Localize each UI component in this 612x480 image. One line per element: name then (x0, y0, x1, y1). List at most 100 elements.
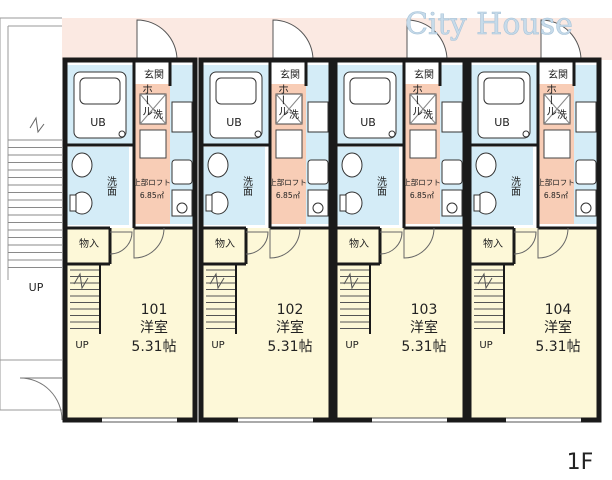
exterior-stair (8, 139, 62, 268)
storage-door-swing (513, 231, 537, 255)
entry-door-swing (406, 19, 448, 61)
loft-area-label: 6.85㎡ (410, 191, 435, 200)
entrance-area (135, 65, 170, 83)
ground-door-swing (19, 377, 63, 421)
toilet-tank (69, 194, 77, 212)
room-type-label: 洋室 (276, 319, 304, 336)
kitchen-sink (307, 101, 329, 133)
bath-label: UB (494, 116, 510, 129)
bath-drain (118, 130, 126, 138)
stove (307, 159, 329, 185)
storage-door-swing (245, 231, 269, 255)
fridge-space (139, 129, 167, 159)
bathtub-basin (349, 77, 391, 105)
exterior-stair-up-label: UP (29, 281, 44, 294)
room-area-label: 5.31帖 (401, 339, 446, 355)
entrance-label: 玄関 (548, 68, 568, 81)
fridge-mark (312, 202, 324, 214)
main-room-floor (203, 228, 329, 418)
stove (575, 159, 597, 185)
hall-label: ホール (141, 83, 154, 116)
stair-up-label: UP (479, 340, 492, 351)
entrance-area (539, 65, 574, 83)
unit-104: UB玄関ホール洗洗面上部ロフト6.85㎡物入104洋室5.31帖UP (466, 19, 602, 423)
watermark-logo: City House (405, 7, 573, 42)
main-room-floor (337, 228, 463, 418)
bathtub-basin (215, 77, 257, 105)
kitchen-sink (575, 101, 597, 133)
storage-label: 物入 (79, 237, 99, 250)
hall-label: ホール (545, 83, 558, 116)
bath-drain (522, 130, 530, 138)
loft-label: 上部ロフト (403, 177, 441, 187)
loft-area-label: 6.85㎡ (544, 191, 569, 200)
laundry-label: 洗 (423, 109, 433, 121)
entrance-label: 玄関 (414, 68, 434, 81)
hall-label: ホール (277, 83, 290, 116)
laundry-cross (543, 93, 571, 125)
main-room-floor (67, 228, 193, 418)
laundry-cross (409, 93, 437, 125)
toilet-tank (205, 194, 213, 212)
loft-label: 上部ロフト (537, 177, 575, 187)
stair-up-label: UP (75, 340, 88, 351)
unit-number: 102 (277, 302, 304, 318)
room-door-swing (537, 227, 569, 259)
stair-up-label: UP (211, 340, 224, 351)
entry-door-swing (540, 19, 582, 61)
stair-break-mark (73, 272, 89, 290)
toilet-tank (339, 194, 347, 212)
bath-label: UB (90, 116, 106, 129)
fridge-space (409, 129, 437, 159)
storage-label: 物入 (483, 237, 503, 250)
storage-label: 物入 (215, 237, 235, 250)
stair-break-mark (343, 272, 359, 290)
fridge-space (543, 129, 571, 159)
wash-basin (71, 152, 93, 178)
entry-door-swing (136, 19, 178, 61)
stair-up-label: UP (345, 340, 358, 351)
stair-break-mark (477, 272, 493, 290)
bathtub-basin (483, 77, 525, 105)
entrance-area (405, 65, 440, 83)
bath-drain (388, 130, 396, 138)
wash-basin (341, 152, 363, 178)
floor-label: 1F (567, 450, 594, 475)
entrance-label: 玄関 (280, 68, 300, 81)
room-type-label: 洋室 (410, 319, 438, 336)
room-area-label: 5.31帖 (131, 339, 176, 355)
loft-area-label: 6.85㎡ (140, 191, 165, 200)
laundry-cross (275, 93, 303, 125)
wash-basin (207, 152, 229, 178)
unit-number: 104 (545, 302, 572, 318)
loft-area-label: 6.85㎡ (276, 191, 301, 200)
room-type-label: 洋室 (544, 319, 572, 336)
unit-101: UB玄関ホール洗洗面上部ロフト6.85㎡物入101洋室5.31帖UP (62, 19, 198, 423)
storage-label: 物入 (349, 237, 369, 250)
stair-break-mark (209, 272, 225, 290)
unit-number: 101 (141, 302, 168, 318)
room-door-swing (133, 227, 165, 259)
unit-103: UB玄関ホール洗洗面上部ロフト6.85㎡物入103洋室5.31帖UP (332, 19, 468, 423)
toilet-tank (473, 194, 481, 212)
storage-door-swing (379, 231, 403, 255)
fridge-space (275, 129, 303, 159)
bath-drain (254, 130, 262, 138)
loft-label: 上部ロフト (269, 177, 307, 187)
room-area-label: 5.31帖 (535, 339, 580, 355)
fridge-mark (446, 202, 458, 214)
bath-label: UB (360, 116, 376, 129)
room-door-swing (403, 227, 435, 259)
washroom-label: 洗面 (375, 176, 387, 197)
washroom-label: 洗面 (105, 176, 117, 197)
stair-break-mark (29, 116, 45, 134)
units-layer: UB 玄関ホール洗洗面 上部ロフト 6.85㎡物入 101 洋室 5.31帖 UP UB 玄関ホー… (62, 19, 602, 423)
washroom-label: 洗面 (509, 176, 521, 197)
stove (441, 159, 463, 185)
main-room-floor (471, 228, 597, 418)
wash-basin (475, 152, 497, 178)
entry-door-swing (272, 19, 314, 61)
laundry-cross (139, 93, 167, 125)
exterior-walkway (0, 17, 62, 411)
